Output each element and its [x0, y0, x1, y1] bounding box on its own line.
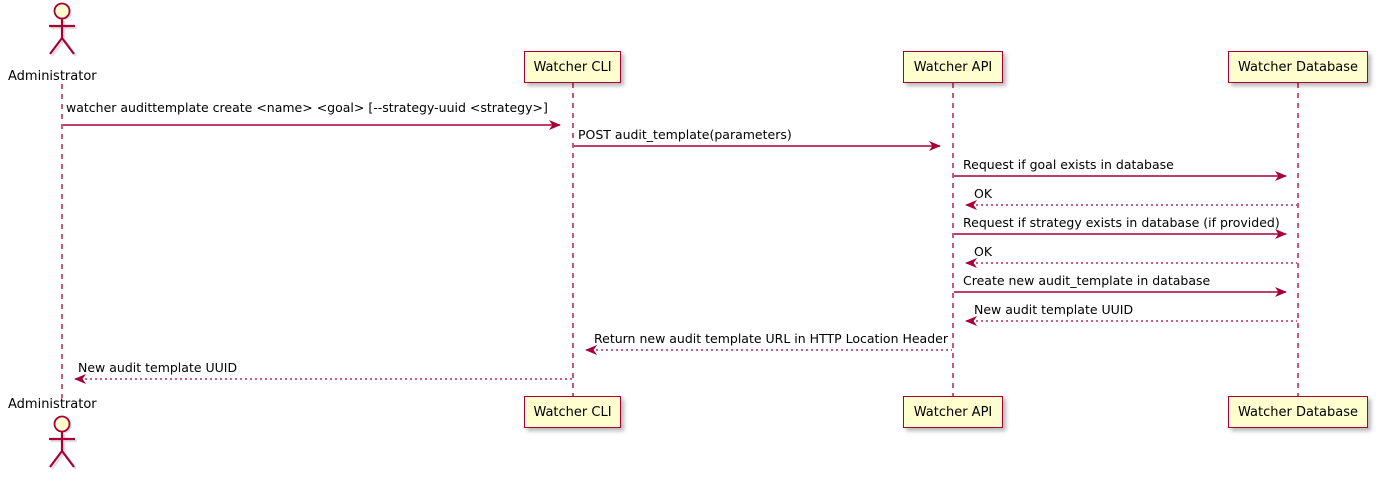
participant-watcher-database-top[interactable]: Watcher Database [1228, 51, 1368, 83]
message-label-8: New audit template UUID [974, 302, 1134, 317]
participant-watcher-api-top[interactable]: Watcher API [903, 51, 1003, 83]
message-label-9: Return new audit template URL in HTTP Lo… [594, 331, 948, 346]
actor-label-administrator-top: Administrator [8, 69, 97, 84]
actor-figure-bottom [49, 415, 77, 470]
message-label-7: Create new audit_template in database [963, 273, 1211, 288]
participant-watcher-database-bottom[interactable]: Watcher Database [1228, 396, 1368, 428]
actor-label-administrator-bottom: Administrator [8, 397, 97, 412]
message-label-2: POST audit_template(parameters) [578, 127, 792, 142]
message-label-3: Request if goal exists in database [963, 157, 1174, 172]
message-label-4: OK [974, 186, 993, 201]
message-label-1: watcher audittemplate create <name> <goa… [66, 100, 548, 115]
message-label-5: Request if strategy exists in database (… [963, 215, 1280, 230]
message-label-10: New audit template UUID [78, 360, 238, 375]
message-label-6: OK [974, 244, 993, 259]
actor-figure-top [49, 2, 77, 57]
participant-watcher-api-bottom[interactable]: Watcher API [903, 396, 1003, 428]
participant-watcher-cli-bottom[interactable]: Watcher CLI [524, 396, 621, 428]
participant-watcher-cli-top[interactable]: Watcher CLI [524, 51, 621, 83]
